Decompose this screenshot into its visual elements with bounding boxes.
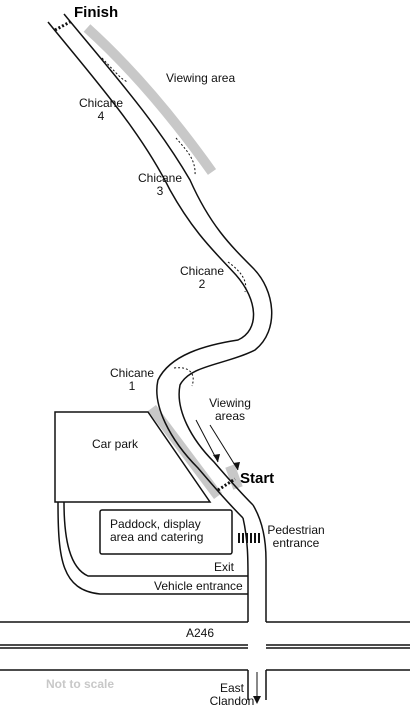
chicane-2-label: Chicane 2 [178, 265, 226, 291]
chicane-4-word: Chicane [78, 96, 124, 110]
course-left-edge [47, 21, 255, 519]
chicane-1-label: Chicane 1 [108, 367, 156, 393]
viewing-arrow-2 [209, 424, 239, 471]
chicane-3-label: Chicane 3 [136, 172, 184, 198]
access-road-right [252, 504, 267, 622]
paddock-label: Paddock, display area and catering [110, 518, 203, 544]
car-park-label: Car park [92, 437, 139, 451]
viewing-area-start [225, 464, 243, 490]
pedestrian-entrance-label: Pedestrian entrance [262, 524, 330, 550]
east-clandon-label: East Clandon [206, 682, 258, 708]
viewing-arrow-2-head [233, 462, 240, 470]
pedestrian-line1: Pedestrian [267, 523, 325, 537]
viewing-arrow-1-head [213, 454, 220, 462]
chicane-2-number: 2 [198, 277, 206, 291]
exit-road [63, 501, 248, 577]
chicane-4-number: 4 [97, 109, 105, 123]
finish-line-marker [54, 20, 71, 32]
finish-label: Finish [74, 4, 119, 21]
paddock-line1: Paddock, display [110, 517, 201, 531]
chicane-3-word: Chicane [137, 171, 183, 185]
chicane-1-word: Chicane [109, 366, 155, 380]
chicane-3-marker [175, 137, 196, 177]
paddock-box [99, 509, 233, 555]
east-clandon-line2: Clandon [209, 694, 255, 708]
chicane-3-number: 3 [156, 184, 164, 198]
chicane-2-word: Chicane [179, 264, 225, 278]
course-right-edge [63, 13, 273, 506]
a246-label: A246 [186, 626, 215, 640]
not-to-scale-note: Not to scale [46, 677, 115, 691]
pedestrian-line2: entrance [272, 536, 320, 550]
exit-label: Exit [214, 560, 235, 574]
viewing-area-label: Viewing area [166, 71, 236, 85]
chicane-4-marker [101, 57, 129, 83]
vehicle-entrance-road-outer [57, 501, 248, 595]
start-line-marker [217, 477, 236, 492]
east-clandon-arrow-head [253, 696, 261, 704]
east-clandon-line1: East [219, 681, 244, 695]
viewing-areas-label: Viewing areas [205, 397, 255, 423]
chicane-2-marker [227, 261, 247, 293]
access-road-left [242, 517, 249, 622]
chicane-4-label: Chicane 4 [77, 97, 125, 123]
car-park-area [54, 411, 212, 503]
paddock-line2: area and catering [110, 530, 204, 544]
viewing-areas-line1: Viewing [209, 396, 251, 410]
vehicle-entrance-label: Vehicle entrance [154, 579, 243, 593]
viewing-area-upper [83, 24, 217, 175]
chicane-1-marker [173, 367, 194, 387]
viewing-areas-line2: areas [214, 409, 246, 423]
chicane-1-number: 1 [128, 379, 136, 393]
start-label: Start [240, 470, 275, 487]
viewing-area-lower [148, 405, 222, 499]
